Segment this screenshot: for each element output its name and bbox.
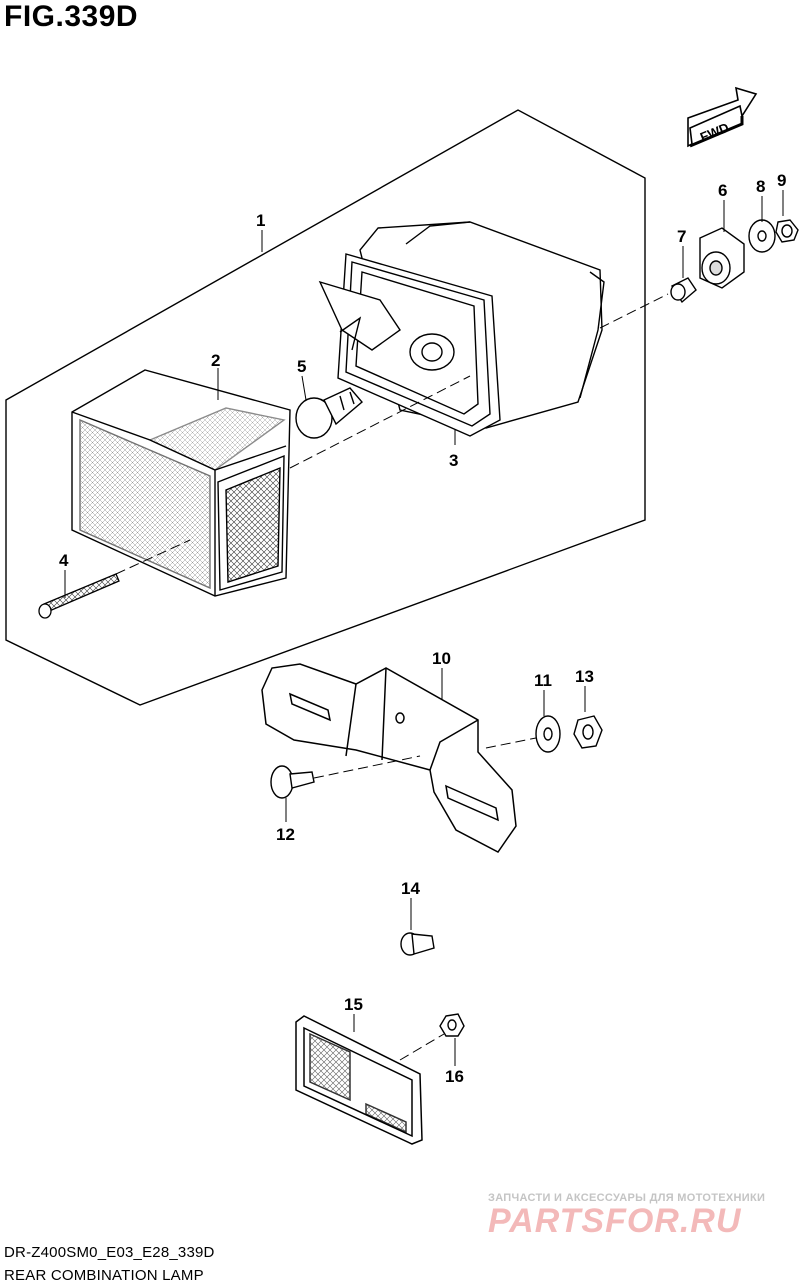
- callout-2: 2: [211, 351, 220, 370]
- nut-9: [775, 219, 799, 243]
- fwd-arrow-icon: FWD: [687, 86, 758, 148]
- mounting-bracket: [261, 663, 517, 853]
- callout-8: 8: [756, 177, 765, 196]
- diagram-code: DR-Z400SM0_E03_E28_339D: [4, 1244, 215, 1261]
- callout-6: 6: [718, 181, 727, 200]
- watermark-logo: PARTSFOR.RU: [488, 1202, 742, 1240]
- callout-14: 14: [401, 879, 420, 898]
- bolt-12: [270, 765, 315, 799]
- assembly-frame: [5, 109, 646, 706]
- callout-7: 7: [677, 227, 686, 246]
- callout-4: 4: [59, 551, 69, 570]
- callout-3: 3: [449, 451, 458, 470]
- bulb: [295, 387, 363, 439]
- washer-11: [535, 715, 561, 753]
- callout-12: 12: [276, 825, 295, 844]
- washer-8: [748, 219, 776, 253]
- callout-15: 15: [344, 995, 363, 1014]
- lamp-lens: [71, 369, 291, 597]
- figure-title: FIG.339D: [4, 0, 139, 33]
- collar: [670, 277, 697, 304]
- callout-11: 11: [534, 671, 552, 690]
- diagram-name: REAR COMBINATION LAMP: [4, 1267, 204, 1284]
- nut-16: [439, 1013, 465, 1037]
- lens-screw: [38, 573, 120, 619]
- callout-13: 13: [575, 667, 594, 686]
- cap-14: [400, 932, 435, 956]
- nut-13: [573, 715, 603, 749]
- parts-diagram: FWD: [5, 86, 799, 1145]
- callout-1: 1: [256, 211, 265, 230]
- callout-16: 16: [445, 1067, 464, 1086]
- callout-5: 5: [297, 357, 306, 376]
- reflector: [295, 1015, 423, 1145]
- callout-10: 10: [432, 649, 451, 668]
- callout-9: 9: [777, 171, 786, 190]
- leader-lines: [64, 190, 784, 1066]
- fwd-label: FWD: [698, 120, 731, 145]
- grommet: [699, 227, 745, 289]
- assembly-guide-lines: [115, 293, 669, 1061]
- lamp-housing: [318, 221, 605, 437]
- watermark-tagline: ЗАПЧАСТИ И АКСЕССУАРЫ ДЛЯ МОТОТЕХНИКИ: [488, 1192, 766, 1204]
